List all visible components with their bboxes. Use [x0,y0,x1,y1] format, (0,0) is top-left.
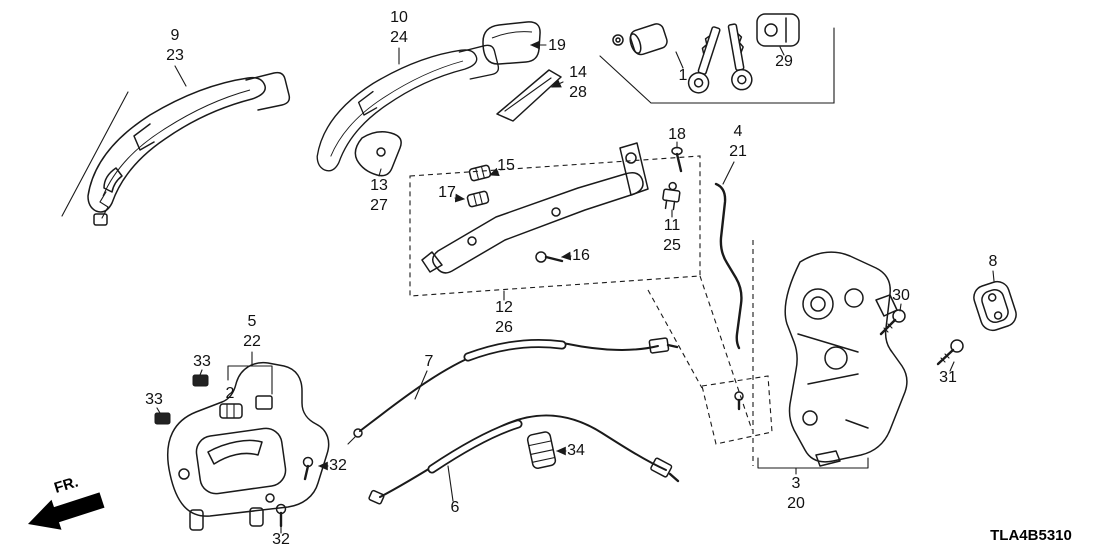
key-group-shelf-line [599,27,835,104]
part-label-18: 18 [668,126,686,143]
clamp-34-drawing [526,431,557,469]
outer-handle-front-drawing [87,71,291,213]
leader-arrow-14-28 [550,79,564,88]
key-cylinder-set-drawing [612,23,753,94]
clip-17-drawing [466,190,490,208]
part-label-24: 24 [390,29,408,46]
part-label-33b: 33 [145,391,163,408]
bracket-13-27-drawing [354,131,402,177]
part-label-13: 13 [370,177,388,194]
part-label-7: 7 [425,353,434,370]
leader-arrow-17 [454,193,466,203]
part-label-1: 1 [679,67,688,84]
part-label-28: 28 [569,84,587,101]
cap-19-drawing [482,21,541,65]
striker-drawing [973,280,1017,332]
clip-33b-drawing [154,412,171,425]
part-label-26: 26 [495,319,513,336]
door-edge-line [61,91,129,217]
part-label-8: 8 [989,253,998,270]
part-label-31: 31 [939,369,957,386]
part-label-34: 34 [567,442,585,459]
handle-harness-drawing [93,167,123,226]
screw-32a-drawing [302,456,314,481]
outer-handle-rear-drawing [316,44,500,172]
door-lock-assembly-drawing [784,251,908,467]
screw-32b-drawing [275,503,287,528]
part-label-25: 25 [663,237,681,254]
part-label-27: 27 [370,197,388,214]
part-label-10: 10 [390,9,408,26]
handle-base-dashed-box [409,155,701,297]
leader-arrow-16 [560,251,572,261]
part-label-15: 15 [497,157,515,174]
clip-15-drawing [468,164,492,182]
lock-rod-drawing [714,182,743,350]
part-29-drawing [756,13,800,47]
clip-33a-drawing [192,374,209,387]
bolt-30-drawing [879,309,906,336]
part-label-5: 5 [248,313,257,330]
part-label-12: 12 [495,299,513,316]
part-label-2: 2 [226,385,235,402]
bracket-3-20 [757,457,869,475]
part-label-29: 29 [775,53,793,70]
cable-7-drawing [347,337,679,445]
diagram-code: TLA4B5310 [990,527,1072,544]
part-label-23: 23 [166,47,184,64]
screw-18-drawing [671,146,683,173]
screw-16-drawing [535,251,564,263]
part-label-32a: 32 [329,457,347,474]
part-label-22: 22 [243,333,261,350]
clip-2-drawing [219,403,243,419]
part-label-3: 3 [792,475,801,492]
inner-handle-drawing [166,361,330,531]
part-label-4: 4 [734,123,743,140]
part-label-30: 30 [892,287,910,304]
cable-6-drawing [368,414,680,505]
fr-label: FR. [52,474,80,497]
bolt-31-drawing [936,339,964,366]
latch-dashed-connectors [647,275,753,431]
part-label-20: 20 [787,495,805,512]
handle-base-drawing [421,142,649,274]
part-label-17: 17 [438,184,456,201]
bracket-5-22 [227,351,273,395]
part-label-33a: 33 [193,353,211,370]
part-label-32b: 32 [272,531,290,548]
part-label-9: 9 [171,27,180,44]
part-label-16: 16 [572,247,590,264]
latch-area-screw-drawing [734,391,744,411]
latch-dashed-parallelogram [701,375,773,445]
part-label-21: 21 [729,143,747,160]
part-label-6: 6 [451,499,460,516]
part-label-19: 19 [548,37,566,54]
leader-lines [156,46,995,534]
leader-arrow-15 [488,167,500,177]
fr-direction-arrow-icon [28,492,105,530]
seal-14-28-drawing [496,69,562,122]
part-label-11: 11 [664,217,681,234]
clip-11-25-drawing [662,181,681,211]
part-label-14: 14 [569,64,587,81]
